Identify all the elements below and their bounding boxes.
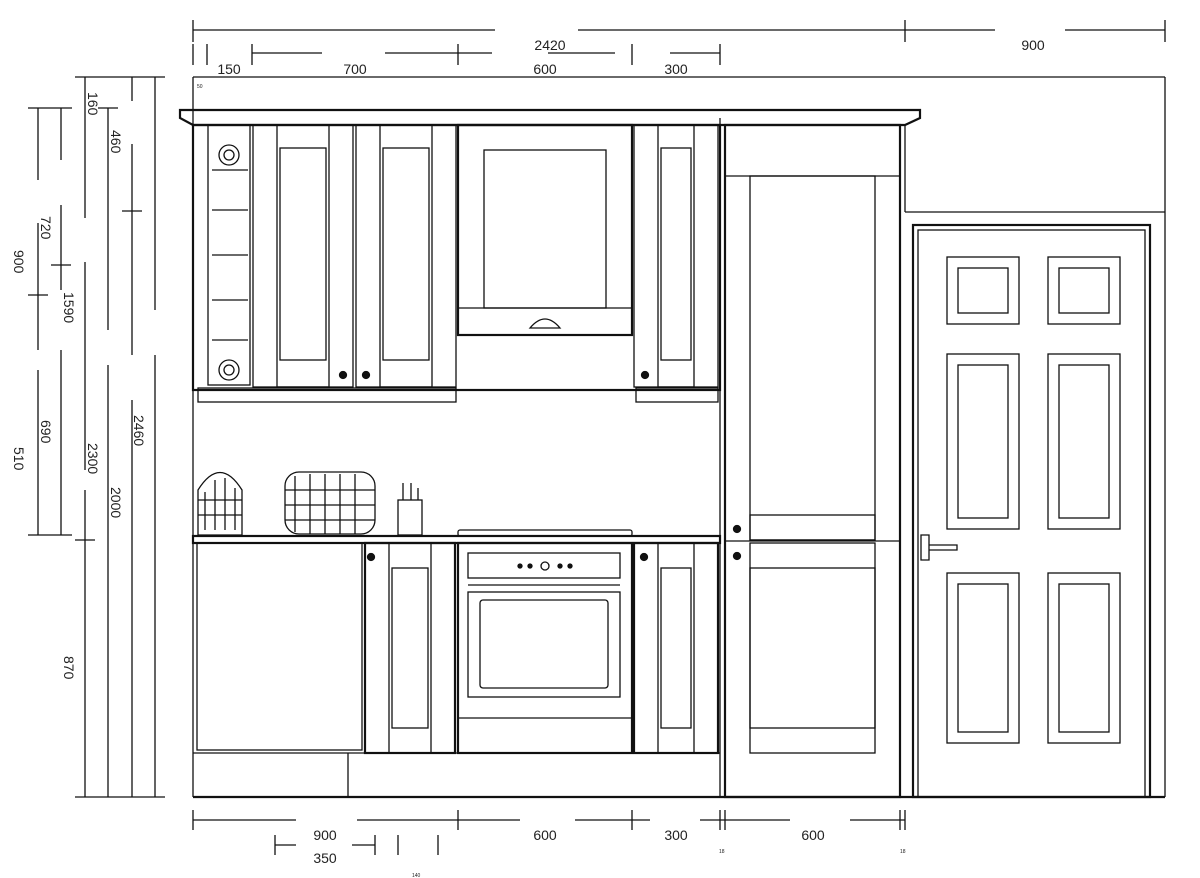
toaster-icon <box>284 471 376 535</box>
dim-left-690: 690 <box>38 420 54 444</box>
knob-icon <box>366 552 376 562</box>
dim-bottom-140: 140 <box>412 873 421 878</box>
dim-bottom-18-left: 18 <box>719 849 725 855</box>
dim-left-1590: 1590 <box>61 292 77 323</box>
dim-top-600: 600 <box>533 61 557 77</box>
dim-left-2000: 2000 <box>108 487 124 518</box>
bottom-dimensions: 900 350 600 300 600 140 18 18 <box>192 810 906 878</box>
dim-bottom-300: 300 <box>664 827 688 843</box>
dim-left-870: 870 <box>61 656 77 680</box>
knob-icon <box>338 370 348 380</box>
door <box>911 223 1152 799</box>
tall-fridge-unit <box>719 118 902 799</box>
dim-overall-width: 2420 <box>534 37 565 53</box>
dim-left-900: 900 <box>11 250 27 274</box>
left-dimensions: 160 460 720 900 1590 690 510 2300 2460 2… <box>11 76 165 798</box>
dim-top-700: 700 <box>343 61 367 77</box>
knob-icon <box>640 370 650 380</box>
dim-bottom-18-right: 18 <box>900 849 906 855</box>
dim-top-300: 300 <box>664 61 688 77</box>
countertop-appliances <box>197 471 633 537</box>
door-handle-icon <box>920 534 958 561</box>
oven-door <box>467 591 621 698</box>
oven-dial-icon <box>540 561 550 571</box>
upper-cabinets <box>178 108 922 403</box>
knob-icon <box>732 524 742 534</box>
dim-right-width: 900 <box>1021 37 1045 53</box>
door-panels <box>946 256 1121 744</box>
knob-icon <box>732 551 742 561</box>
kettle-icon <box>197 472 243 536</box>
dim-bottom-350: 350 <box>313 850 337 866</box>
dim-left-2300: 2300 <box>85 443 101 474</box>
dim-bottom-600-fridge: 600 <box>801 827 825 843</box>
knob-icon <box>361 370 371 380</box>
wine-rack-bottle-icon <box>218 359 240 381</box>
base-cabinets <box>191 534 722 797</box>
dim-left-2460: 2460 <box>131 415 147 446</box>
dim-left-460: 460 <box>108 130 124 154</box>
knife-block-icon <box>397 499 423 536</box>
dim-top-50: 50 <box>197 84 203 90</box>
dim-bottom-600: 600 <box>533 827 557 843</box>
extractor-handle-icon <box>528 318 562 329</box>
dim-left-720: 720 <box>38 216 54 240</box>
dim-top-150: 150 <box>217 61 241 77</box>
wine-rack-bottle-icon <box>218 144 240 166</box>
top-dimensions: 2420 900 150 700 600 300 50 <box>192 20 1166 90</box>
dim-bottom-900: 900 <box>313 827 337 843</box>
dim-left-160: 160 <box>85 92 101 116</box>
knob-icon <box>639 552 649 562</box>
dim-left-510: 510 <box>11 447 27 471</box>
